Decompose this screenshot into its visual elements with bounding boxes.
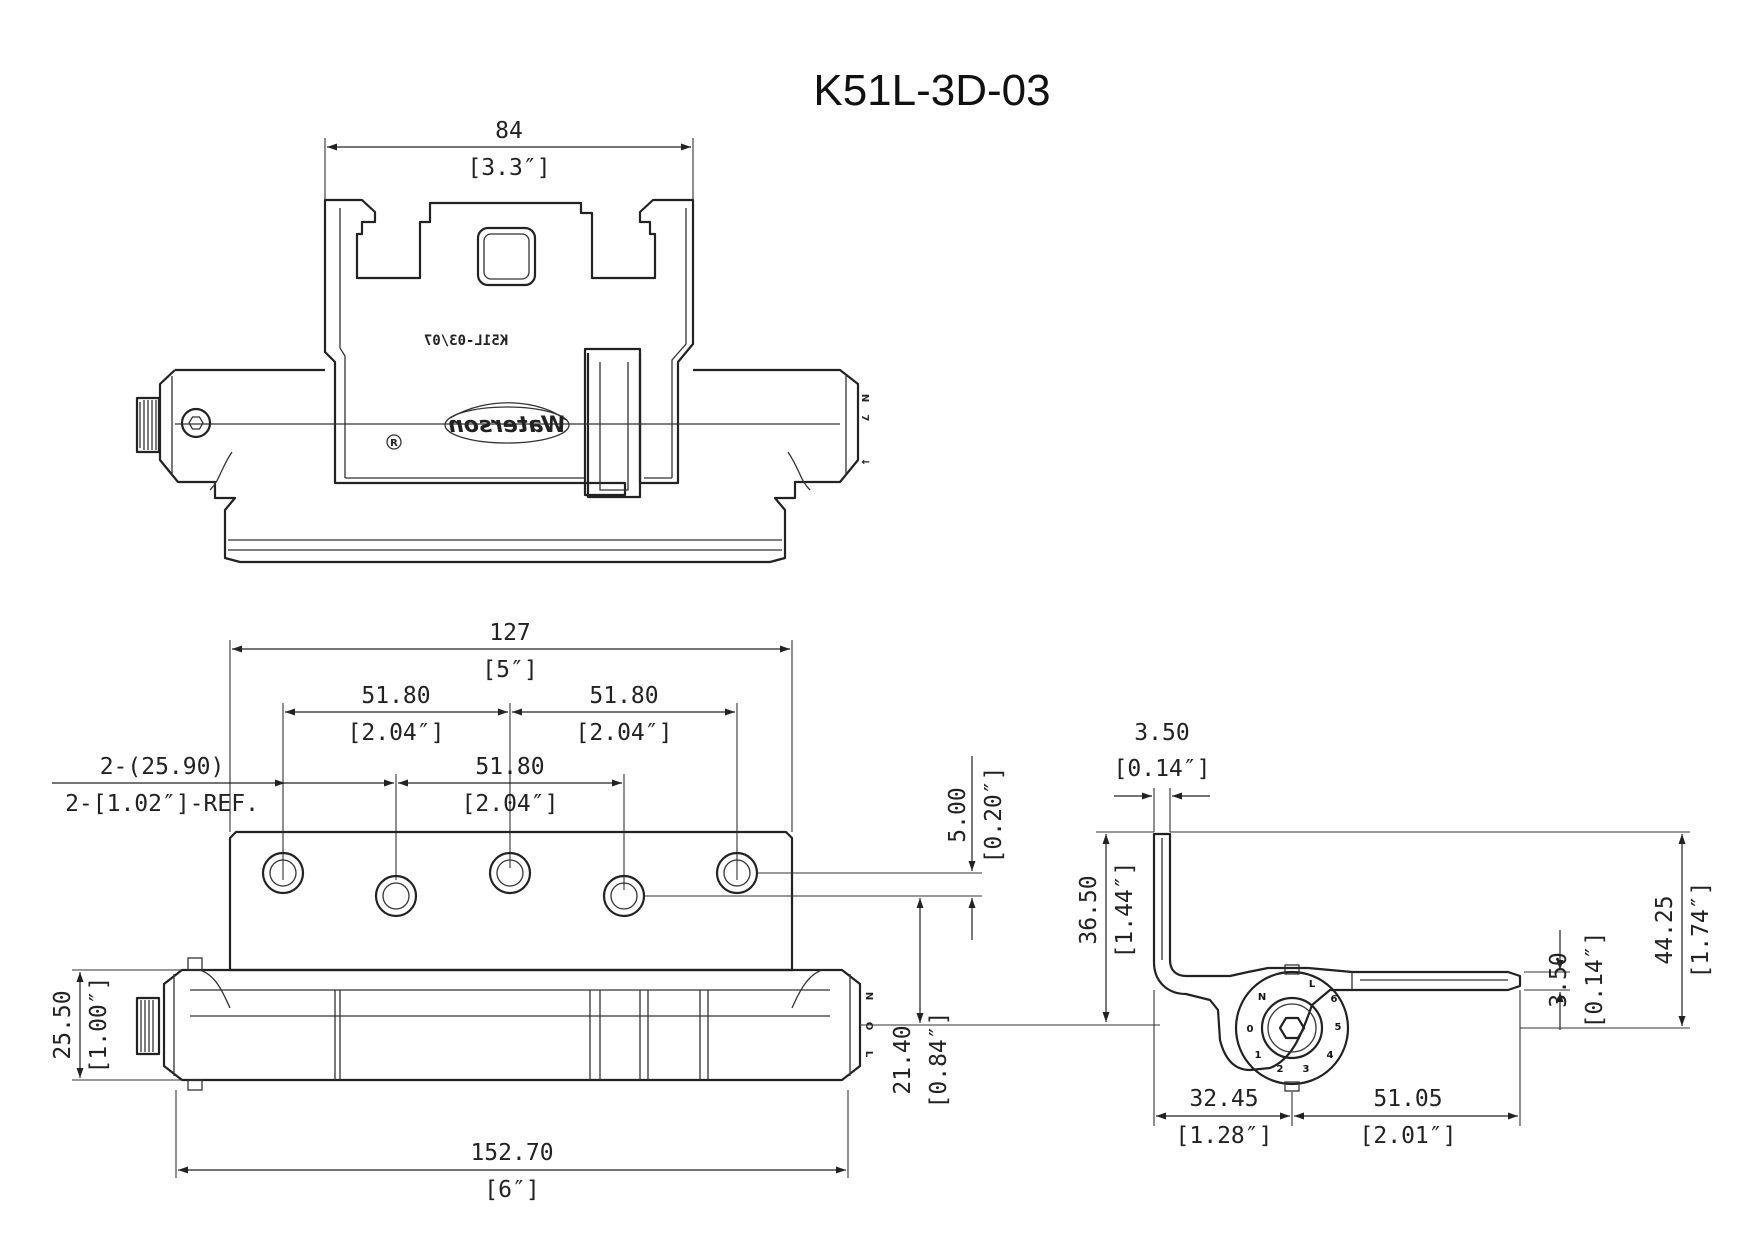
adjustment-dial: N L 6 5 4 3 2 1 0 <box>1234 964 1350 1092</box>
drawing-title: K51L-3D-03 <box>813 66 1050 115</box>
hole-1 <box>261 851 305 895</box>
dim-spacing-mid-in: [2.04″] <box>462 791 559 817</box>
engraving-text: K51L-03/07 <box>424 333 508 349</box>
dim-arm-thickness-mm: 3.50 <box>1546 952 1572 1007</box>
logo-mark: R <box>390 438 398 449</box>
dim-ref-mm: 2-(25.90) <box>100 754 225 780</box>
hex-key-icon <box>1278 1016 1306 1040</box>
top-square-hole <box>476 226 537 287</box>
hex-socket-icon <box>180 407 212 439</box>
top-end-mark-n: N <box>859 394 870 402</box>
dim-width-mm: 84 <box>495 118 523 144</box>
dial-mark-l: L <box>1309 979 1316 990</box>
dial-mark-0: 0 <box>1247 1024 1254 1035</box>
top-leaf-notch <box>586 353 642 499</box>
dim-leaf-height-mm: 36.50 <box>1076 875 1102 944</box>
dim-barrel-in: [1.00″] <box>86 977 112 1074</box>
dial-mark-6: 6 <box>1331 994 1338 1005</box>
dim-spacing-left-in: [2.04″] <box>348 720 445 746</box>
dial-mark-n: N <box>1258 992 1266 1003</box>
dim-spacing-right-in: [2.04″] <box>576 720 673 746</box>
hole-3 <box>488 851 532 895</box>
dim-spacing-left-mm: 51.80 <box>361 683 430 709</box>
dim-stagger-in: [0.20″] <box>981 767 1007 864</box>
dial-mark-2: 2 <box>1277 1064 1284 1075</box>
dim-axis-in: [0.84″] <box>926 1012 952 1109</box>
side-view: 3.50 [0.14″] N L 6 5 4 3 2 1 0 36.50 <box>1076 720 1714 1149</box>
dial-mark-1: 1 <box>1255 1050 1262 1061</box>
dial-mark-3: 3 <box>1303 1064 1310 1075</box>
logo-text: Waterson <box>448 413 566 438</box>
dim-spacing-mid-mm: 51.80 <box>475 754 544 780</box>
top-barrel <box>158 368 860 564</box>
dim-right-length-in: [2.01″] <box>1360 1123 1457 1149</box>
top-leaf-inner <box>339 208 346 478</box>
top-end-mark-7: 7 <box>859 415 870 422</box>
dim-right-length-mm: 51.05 <box>1373 1086 1442 1112</box>
dim-overall-in: [6″] <box>484 1177 539 1203</box>
dim-127-in: [5″] <box>482 657 537 683</box>
front-view: 127 [5″] 51.80 [2.04″] 51.80 [2.04″] 2-(… <box>50 620 1160 1203</box>
front-barrel <box>162 968 862 1082</box>
dim-thickness-in: [0.14″] <box>1114 756 1211 782</box>
dim-overall-height-mm: 44.25 <box>1652 895 1678 964</box>
dim-stagger-mm: 5.00 <box>945 787 971 842</box>
left-thread-icon <box>135 396 161 454</box>
front-end-mark-l: L <box>863 1051 874 1058</box>
hole-2 <box>374 874 418 918</box>
dim-barrel-mm: 25.50 <box>50 990 76 1059</box>
dim-overall-height-in: [1.74″] <box>1688 882 1714 979</box>
dial-mark-4: 4 <box>1327 1050 1334 1061</box>
dim-axis-mm: 21.40 <box>890 1025 916 1094</box>
top-view: 84 [3.3″] <box>135 118 870 564</box>
dim-left-offset-in: [1.28″] <box>1176 1123 1273 1149</box>
dim-leaf-height-in: [1.44″] <box>1112 862 1138 959</box>
front-holes <box>261 851 759 918</box>
dim-thickness-mm: 3.50 <box>1134 720 1189 746</box>
top-leaf-outline <box>323 198 695 497</box>
waterson-logo: Waterson R <box>386 402 570 450</box>
dial-mark-5: 5 <box>1335 1022 1342 1033</box>
dim-arm-thickness-in: [0.14″] <box>1582 932 1608 1029</box>
dim-left-offset-mm: 32.45 <box>1189 1086 1258 1112</box>
front-end-mark-n: N <box>863 992 874 1000</box>
dim-spacing-right-mm: 51.80 <box>589 683 658 709</box>
dim-127-mm: 127 <box>489 620 531 646</box>
dim-overall-mm: 152.70 <box>470 1140 553 1166</box>
dim-width-in: [3.3″] <box>467 155 550 181</box>
dim-ref-in: 2-[1.02″]-REF. <box>65 791 259 817</box>
top-end-mark-arrow: ↓ <box>859 458 870 466</box>
front-thread-icon <box>135 996 161 1056</box>
front-end-mark-o: O <box>863 1022 874 1031</box>
side-leaf-outline <box>1152 832 1522 1072</box>
